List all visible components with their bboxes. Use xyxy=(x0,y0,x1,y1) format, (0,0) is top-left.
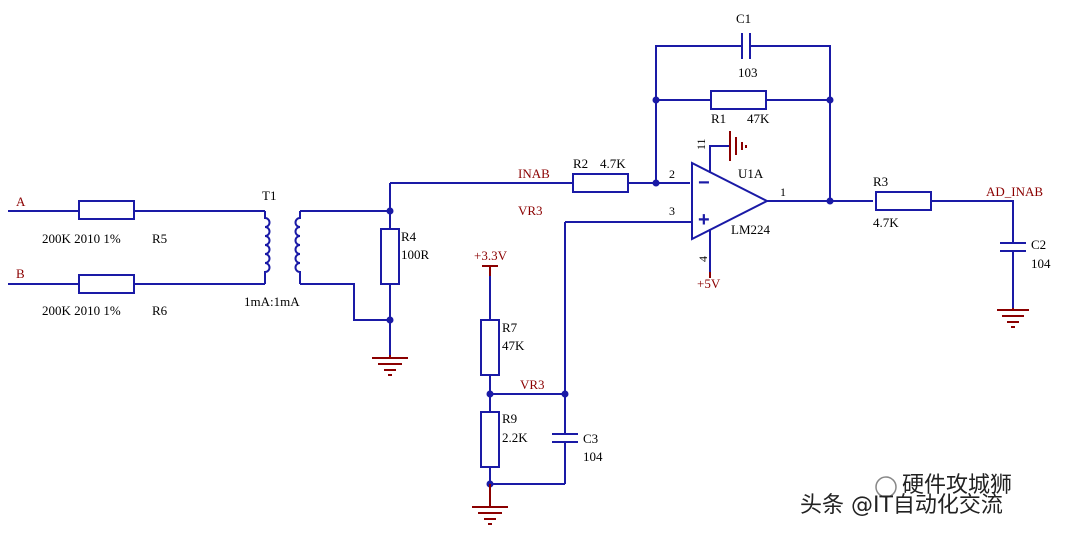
net-ad-inab-label: AD_INAB xyxy=(986,184,1043,199)
r1-value: 47K xyxy=(747,111,770,126)
ground-icon xyxy=(729,131,747,161)
resistor-r2 xyxy=(572,173,629,193)
reference-divider xyxy=(472,221,692,525)
t1-secondary-coil xyxy=(294,211,301,284)
net-vr3-divider-label: VR3 xyxy=(520,377,545,392)
watermark-line2: 头条 @IT自动化交流 xyxy=(800,493,1003,518)
opamp-triangle-icon xyxy=(691,161,770,241)
input-a-label: A xyxy=(16,194,26,209)
junction-r4-top xyxy=(386,207,394,215)
wire-ad-inab xyxy=(931,200,1014,308)
net-vr3-input-label: VR3 xyxy=(518,203,543,218)
pin-3-label: 3 xyxy=(669,204,675,218)
transformer-t1 xyxy=(264,211,301,284)
feedback-network xyxy=(652,33,834,201)
inverting-symbol: − xyxy=(698,172,710,194)
r7-value: 47K xyxy=(502,338,525,353)
r7-ref: R7 xyxy=(502,320,518,335)
pin-11-label: 11 xyxy=(694,138,708,150)
c1-value: 103 xyxy=(738,65,758,80)
resistor-r9 xyxy=(480,411,500,468)
wire-c1-loop xyxy=(655,45,831,201)
capacitor-c3 xyxy=(552,433,578,443)
t1-ratio: 1mA:1mA xyxy=(244,294,300,309)
r5-ref: R5 xyxy=(152,231,167,246)
r9-value: 2.2K xyxy=(502,430,528,445)
noninverting-symbol: + xyxy=(698,209,710,231)
supply-3v3-label: +3.3V xyxy=(474,248,508,263)
pin-1-label: 1 xyxy=(780,185,786,199)
resistor-r1 xyxy=(710,90,767,110)
r3-value: 4.7K xyxy=(873,215,899,230)
r6-ref: R6 xyxy=(152,303,168,318)
pin-4-label: 4 xyxy=(696,256,710,262)
junction-r4-bottom xyxy=(386,316,394,324)
supply-5v-label: +5V xyxy=(697,276,721,291)
opamp-supply-pins xyxy=(709,145,730,272)
r2-value: 4.7K xyxy=(600,156,626,171)
resistor-r3 xyxy=(875,191,932,211)
ground-icon xyxy=(372,355,408,376)
t1-primary-coil xyxy=(264,211,271,284)
watermark-logo-icon xyxy=(875,476,897,498)
secondary-network xyxy=(300,183,408,376)
watermark-line1: 硬件攻城狮 xyxy=(902,473,1012,498)
watermark: 硬件攻城狮 头条 @IT自动化交流 xyxy=(800,473,1012,518)
r4-ref: R4 xyxy=(401,229,417,244)
wire-secondary-return xyxy=(300,283,390,321)
inab-net xyxy=(390,173,690,193)
t1-ref: T1 xyxy=(262,188,276,203)
opamp-u1a xyxy=(691,131,873,278)
junction-vr3-right xyxy=(561,390,569,398)
r9-ref: R9 xyxy=(502,411,517,426)
r3-ref: R3 xyxy=(873,174,888,189)
resistor-r5 xyxy=(78,200,135,220)
supply-3v3-icon xyxy=(482,265,498,276)
capacitor-c1 xyxy=(741,33,751,59)
pin-2-label: 2 xyxy=(669,167,675,181)
r5-value: 200K 2010 1% xyxy=(42,231,121,246)
junction-feedback-left xyxy=(652,96,660,104)
output-stage xyxy=(875,191,1029,328)
c2-value: 104 xyxy=(1031,256,1051,271)
ground-icon xyxy=(997,308,1029,328)
r2-ref: R2 xyxy=(573,156,588,171)
junction-feedback-right xyxy=(826,96,834,104)
input-a-branch xyxy=(8,200,265,220)
junction-output xyxy=(826,197,834,205)
resistor-r6 xyxy=(78,274,135,294)
r1-ref: R1 xyxy=(711,111,726,126)
input-b-branch xyxy=(8,274,265,294)
ground-icon xyxy=(472,484,508,525)
c1-ref: C1 xyxy=(736,11,751,26)
r4-value: 100R xyxy=(401,247,430,262)
r6-value: 200K 2010 1% xyxy=(42,303,121,318)
u1a-part: LM224 xyxy=(731,222,771,237)
resistor-r4 xyxy=(380,228,400,285)
wire-r4 xyxy=(300,183,391,355)
c2-ref: C2 xyxy=(1031,237,1046,252)
capacitor-c2 xyxy=(1000,242,1026,252)
c3-value: 104 xyxy=(583,449,603,464)
input-b-label: B xyxy=(16,266,25,281)
net-inab-label: INAB xyxy=(518,166,550,181)
c3-ref: C3 xyxy=(583,431,598,446)
junction-vr3-left xyxy=(486,390,494,398)
resistor-r7 xyxy=(480,319,500,376)
u1a-ref: U1A xyxy=(738,166,764,181)
